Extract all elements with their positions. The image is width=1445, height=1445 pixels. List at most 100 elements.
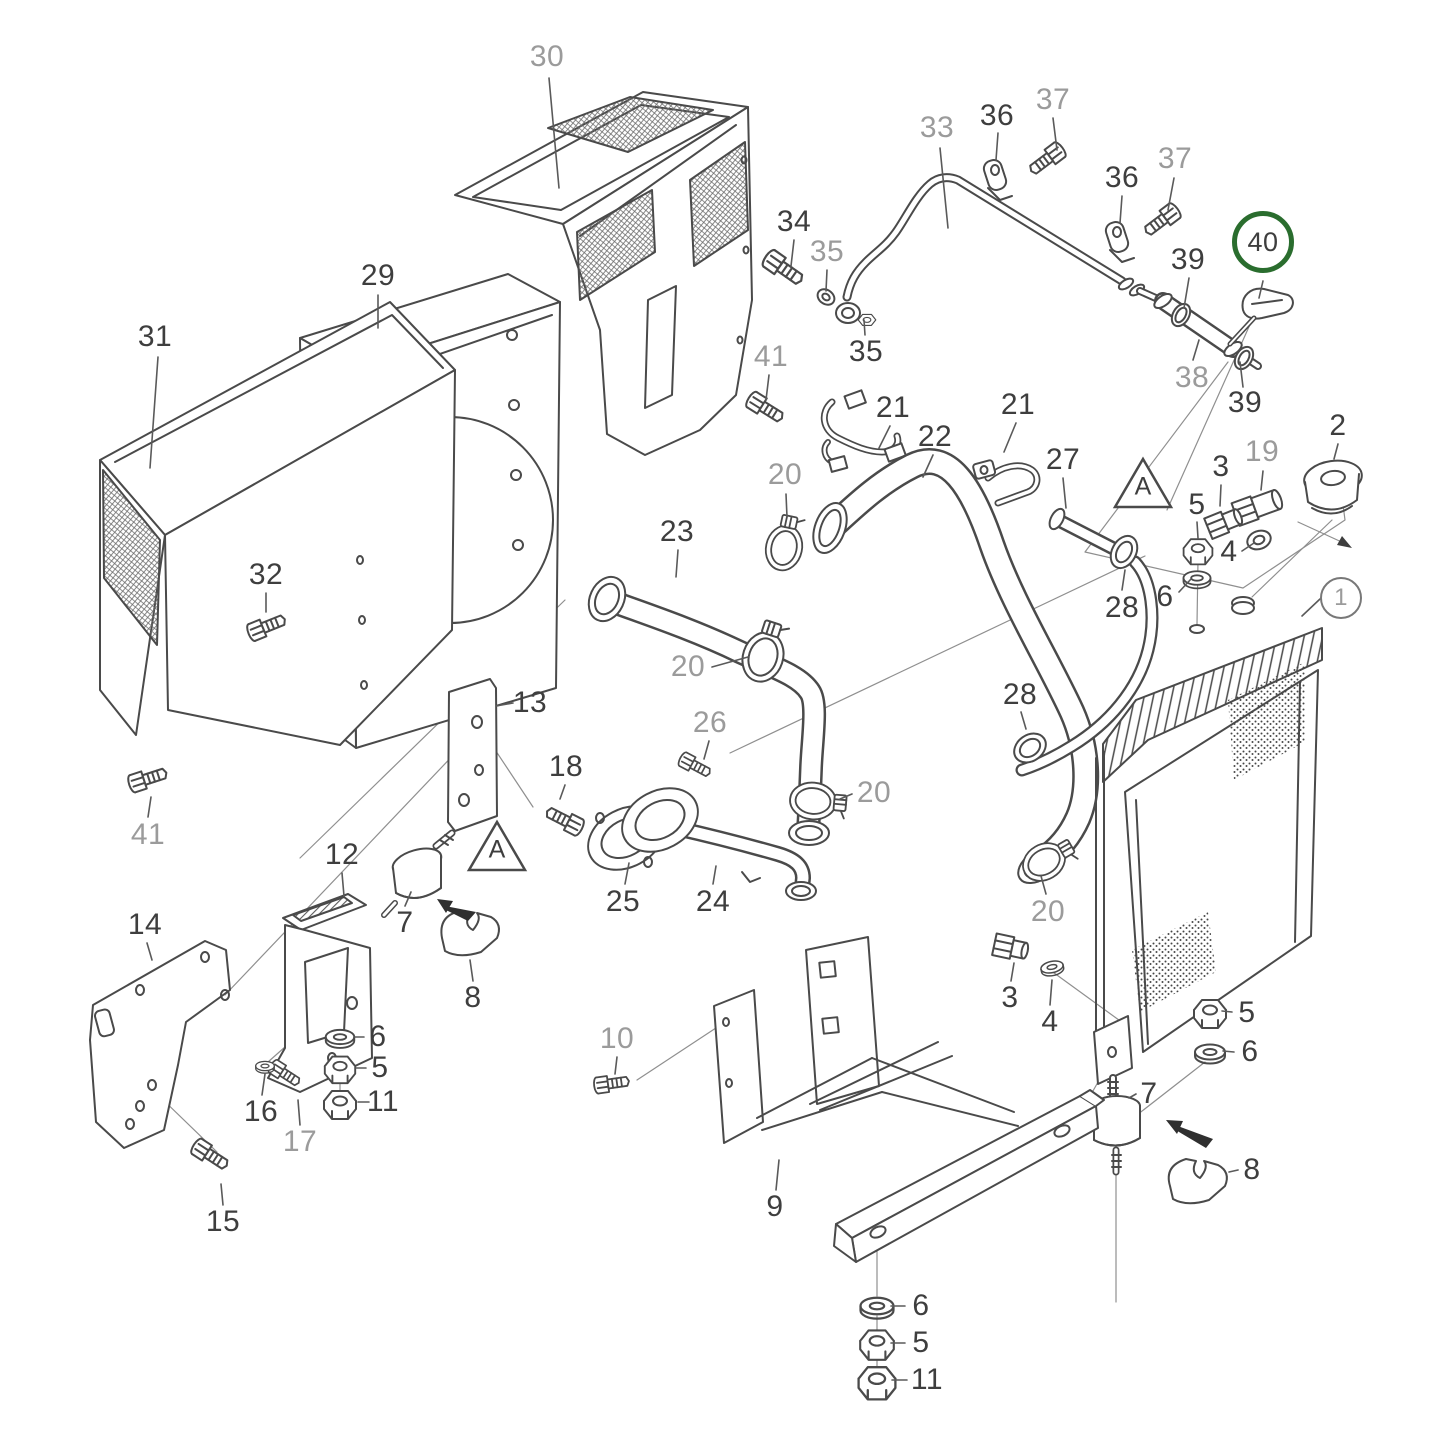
- callout-8: 8: [464, 981, 482, 1014]
- callout-7: 7: [396, 906, 414, 939]
- washer-4-lower: [1039, 958, 1066, 979]
- callout-28: 28: [1002, 678, 1038, 711]
- bracket-36-b: [1104, 221, 1135, 263]
- bracket-14: [89, 940, 231, 1149]
- callout-5: 5: [371, 1051, 389, 1084]
- callout-20: 20: [856, 776, 892, 809]
- clamp-39-a: [1170, 302, 1192, 328]
- assembly-marker-triangle: A: [1112, 456, 1174, 510]
- callout-5: 5: [1188, 488, 1206, 521]
- callout-14: 14: [127, 908, 163, 941]
- callout-6: 6: [1156, 580, 1174, 613]
- nut-5-bracket: [323, 1055, 357, 1085]
- leader-lines: [146, 77, 1339, 1381]
- pipe-27: [1015, 507, 1159, 777]
- callout-10: 10: [599, 1022, 635, 1055]
- clip-8-right: [1167, 1158, 1228, 1205]
- callout-36: 36: [979, 99, 1015, 132]
- sender-19: [1230, 489, 1284, 527]
- clamp-20-a: [760, 511, 810, 575]
- callout-6: 6: [1241, 1035, 1259, 1068]
- nut-5-right: [1193, 999, 1227, 1029]
- callout-35: 35: [809, 235, 845, 268]
- bracket-12: [267, 893, 373, 1093]
- clamp-28-b: [1013, 732, 1047, 764]
- flanges-25: [587, 787, 699, 871]
- callout-8: 8: [1243, 1153, 1261, 1186]
- bolt-37-a: [1024, 139, 1069, 180]
- water-pipe-24: [668, 820, 817, 901]
- hose-22: [812, 448, 1100, 885]
- callout-18: 18: [548, 750, 584, 783]
- callout-6: 6: [369, 1020, 387, 1053]
- bolt-34: [759, 247, 808, 291]
- callout-30: 30: [529, 40, 565, 73]
- callout-31: 31: [137, 320, 173, 353]
- nut-11-bracket: [323, 1090, 357, 1120]
- bolt-41-top: [743, 389, 788, 428]
- bolt-10: [592, 1072, 631, 1095]
- top-guard-30: [454, 91, 753, 456]
- washer-6-right: [1194, 1043, 1226, 1065]
- callout-12: 12: [324, 838, 360, 871]
- callout-21: 21: [1000, 388, 1036, 421]
- screen-box-31: [99, 301, 456, 746]
- mount-7-right: [1093, 1074, 1141, 1176]
- callout-37: 37: [1035, 83, 1071, 116]
- banjo-eye: [835, 302, 861, 324]
- callout-22: 22: [917, 420, 953, 453]
- callout-38: 38: [1174, 361, 1210, 394]
- callout-20: 20: [670, 650, 706, 683]
- bolt-15: [188, 1136, 233, 1175]
- callout-9: 9: [766, 1190, 784, 1223]
- callout-21: 21: [875, 391, 911, 424]
- callout-39: 39: [1227, 386, 1263, 419]
- nut-35-b: [857, 313, 877, 326]
- callout-27: 27: [1045, 443, 1081, 476]
- callout-13: 13: [512, 686, 548, 719]
- plate-13: [447, 678, 498, 832]
- callout-34: 34: [776, 205, 812, 238]
- nut-5-bottom: [859, 1329, 895, 1361]
- nut-5-upper: [1182, 538, 1214, 566]
- callout-4: 4: [1041, 1005, 1059, 1038]
- callout-17: 17: [282, 1125, 318, 1158]
- assembly-marker-letter: A: [1134, 472, 1152, 501]
- washer-35-a: [816, 288, 836, 306]
- callout-39: 39: [1170, 243, 1206, 276]
- assembly-marker-letter: A: [488, 835, 506, 864]
- bolt-26: [675, 750, 715, 781]
- nut-11-bottom: [857, 1366, 897, 1401]
- callout-20: 20: [767, 458, 803, 491]
- callout-15: 15: [205, 1205, 241, 1238]
- callout-3: 3: [1001, 981, 1019, 1014]
- callout-29: 29: [360, 259, 396, 292]
- washer-4-upper: [1246, 529, 1272, 551]
- support-bracket-9: [713, 936, 1105, 1263]
- bolt-41-left: [125, 763, 171, 795]
- clamp-28-a: [1109, 534, 1139, 570]
- callout-35: 35: [848, 335, 884, 368]
- callout-33: 33: [919, 111, 955, 144]
- callout-7: 7: [1140, 1077, 1158, 1110]
- callout-26: 26: [692, 706, 728, 739]
- assembly-marker-triangle: A: [466, 819, 528, 873]
- radiator-1: [1093, 596, 1323, 1085]
- callout-1: 1: [1320, 577, 1362, 619]
- radiator-cap-2: [1303, 459, 1363, 515]
- hook-bracket-21-b: [972, 459, 1041, 507]
- callout-28: 28: [1104, 591, 1140, 624]
- fitting-3-upper: [1203, 508, 1244, 540]
- callout-11: 11: [366, 1085, 400, 1118]
- callout-20: 20: [1030, 895, 1066, 928]
- bolt-18: [541, 802, 587, 839]
- callout-5: 5: [1238, 996, 1256, 1029]
- bolt-37-b: [1139, 200, 1184, 241]
- mount-7-left: [381, 829, 456, 918]
- callout-37: 37: [1157, 142, 1193, 175]
- pipe-33: [842, 173, 1162, 303]
- callout-23: 23: [659, 515, 695, 548]
- callout-2: 2: [1329, 409, 1347, 442]
- callout-36: 36: [1104, 161, 1140, 194]
